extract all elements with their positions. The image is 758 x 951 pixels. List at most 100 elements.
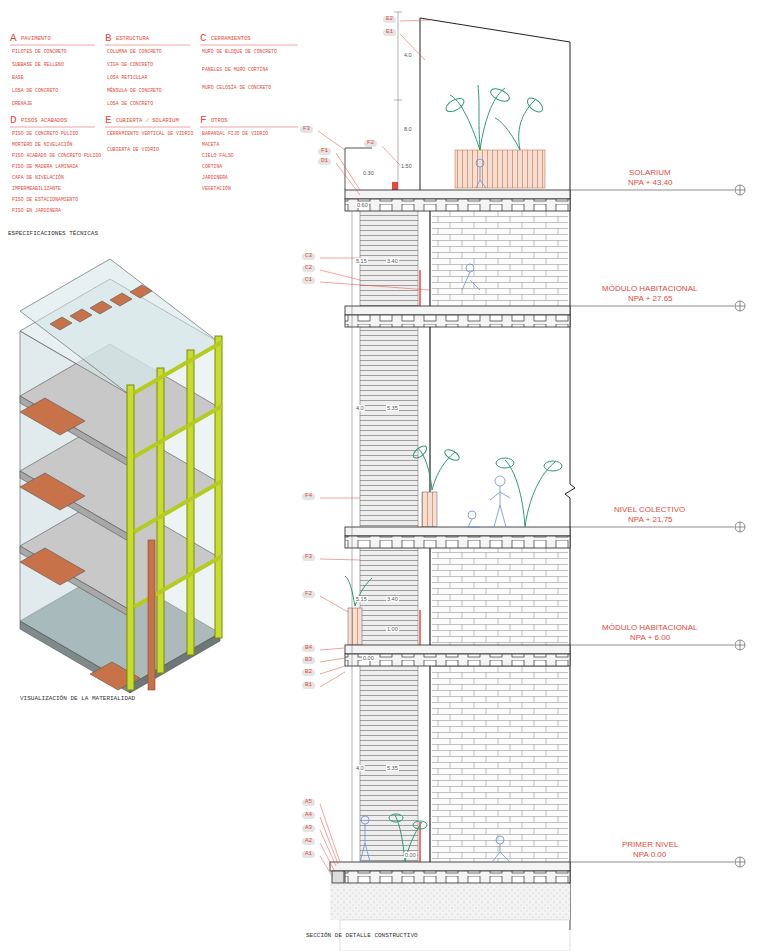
dimension: 3.40	[386, 258, 399, 264]
callout-number: A2	[302, 838, 315, 845]
spec-item: CUBIERTA DE VIDRIO	[107, 147, 159, 153]
callout-number: A5	[302, 799, 315, 806]
spec-item: MACETA	[202, 142, 219, 148]
spec-item: VEGETACIÓN	[202, 186, 231, 192]
spec-item: PANELES DE MURO CORTINA	[202, 67, 268, 73]
spec-item: PISO ACABADO DE CONCRETO PULIDO	[12, 153, 101, 159]
sheet-caption: ESPECIFICACIONES TÉCNICAS	[8, 231, 98, 238]
spec-letter: A	[10, 32, 17, 45]
level-elevation: NPA + 43.40	[628, 178, 673, 187]
dimension: 5.15	[355, 596, 368, 602]
vegetation	[345, 85, 562, 862]
level-elevation: NPA 0.00	[633, 850, 666, 859]
level-elevation: NPA + 6.00	[630, 633, 670, 642]
dimension: 4.0	[355, 405, 365, 411]
spec-heading: CERRAMIENTOS	[211, 36, 251, 42]
spec-item: SUBBASE DE RELLENO	[12, 62, 64, 68]
level-name: NIVEL COLECTIVO	[614, 505, 685, 514]
spec-item: MORTERO DE NIVELACIÓN	[12, 142, 72, 148]
spec-item: COLUMNA DE CONCRETO	[107, 49, 162, 55]
dimension: 8.0	[403, 126, 413, 132]
spec-item: DRENAJE	[12, 101, 32, 107]
dimension: 0.30	[362, 170, 375, 176]
spec-item: PISO EN JARDINERA	[12, 208, 61, 214]
leader-lines	[318, 20, 430, 876]
dimension: 1.50	[400, 163, 413, 169]
spec-item: JARDINERA	[202, 175, 228, 181]
callout-number: C1	[302, 277, 315, 284]
level-name: MÓDULO HABITACIONAL	[602, 284, 697, 293]
spec-letter: B	[105, 32, 112, 45]
spec-item: CORTINA	[202, 164, 222, 170]
dimension: 1.00	[386, 626, 399, 632]
spec-item: PISO DE MADERA LAMINADA	[12, 164, 78, 170]
spec-letter: C	[200, 32, 207, 45]
callout-number: A3	[302, 825, 315, 832]
dimension: 0.00	[362, 655, 375, 661]
spec-letter: F	[200, 114, 207, 127]
spec-item: BASE	[12, 75, 24, 81]
spec-letter: E	[105, 114, 112, 127]
callout-number: F3	[300, 126, 313, 133]
spec-item: IMPERMEABILIZANTE	[12, 186, 61, 192]
dimension: 0.60	[356, 202, 369, 208]
spec-heading: ESTRUCTURA	[116, 36, 149, 42]
level-elevation: NPA + 21.75	[628, 515, 673, 524]
callout-number: F1	[318, 148, 331, 155]
axonometric	[20, 259, 222, 693]
spec-item: VIGA DE CONCRETO	[107, 62, 153, 68]
section	[330, 12, 575, 951]
spec-item: BARANDAL FIJO DE VIDRIO	[202, 131, 268, 137]
spec-letter: D	[10, 114, 17, 127]
spec-item: PILOTES DE CONCRETO	[12, 49, 67, 55]
dimension: 0.00	[404, 852, 417, 858]
spec-item: LOSA DE CONCRETO	[107, 101, 153, 107]
callout-number: E1	[383, 29, 396, 36]
spec-item: MURO CELOSÍA DE CONCRETO	[202, 85, 271, 91]
callout-number: B1	[302, 682, 315, 689]
spec-item: MÉNSULA DE CONCRETO	[107, 88, 162, 94]
spec-heading: PISOS ACABADOS	[21, 118, 67, 124]
callout-number: F3	[302, 554, 315, 561]
spec-item: MURO DE BLOQUE DE CONCRETO	[202, 49, 277, 55]
dimension: 4.0	[403, 52, 413, 58]
dimension: 3.40	[386, 596, 399, 602]
callout-number: F2	[302, 591, 315, 598]
sheet-caption: SECCIÓN DE DETALLE CONSTRUCTIVO	[306, 933, 418, 940]
dimension: 5.35	[386, 405, 399, 411]
callout-number: C2	[302, 265, 315, 272]
callout-number: B2	[302, 669, 315, 676]
spec-heading: PAVIMENTO	[21, 36, 51, 42]
dimension: 5.15	[355, 258, 368, 264]
dimension: 4.0	[355, 765, 365, 771]
sheet-caption: VISUALIZACIÓN DE LA MATERIALIDAD	[20, 696, 135, 703]
people	[360, 159, 510, 862]
spec-item: CERRAMIENTO VERTICAL DE VIDRIO	[107, 131, 193, 137]
callout-number: A1	[302, 851, 315, 858]
callout-number: B4	[302, 645, 315, 652]
callout-number: B3	[302, 657, 315, 664]
spec-item: PISO DE CONCRETO PULIDO	[12, 131, 78, 137]
level-name: SOLARIUM	[629, 168, 671, 177]
callout-number: F2	[364, 140, 377, 147]
callout-number: C3	[302, 253, 315, 260]
spec-heading: CUBIERTA / SOLARIUM	[116, 118, 179, 124]
spec-rules	[10, 45, 298, 127]
callout-number: A4	[302, 812, 315, 819]
level-name: PRIMER NIVEL	[622, 840, 678, 849]
callout-number: E2	[383, 16, 396, 23]
spec-item: CAPA DE NIVELACIÓN	[12, 175, 64, 181]
dimension: 5.35	[386, 765, 399, 771]
callout-number: F4	[302, 493, 315, 500]
level-markers	[570, 185, 745, 867]
spec-item: PISO DE ESTACIONAMIENTO	[12, 197, 78, 203]
spec-heading: OTROS	[211, 118, 228, 124]
spec-item: LOSA RETICULAR	[107, 75, 147, 81]
spec-item: CIELO FALSO	[202, 153, 234, 159]
spec-item: LOSA DE CONCRETO	[12, 88, 58, 94]
level-elevation: NPA + 27.65	[628, 294, 673, 303]
level-name: MÓDULO HABITACIONAL	[602, 623, 697, 632]
